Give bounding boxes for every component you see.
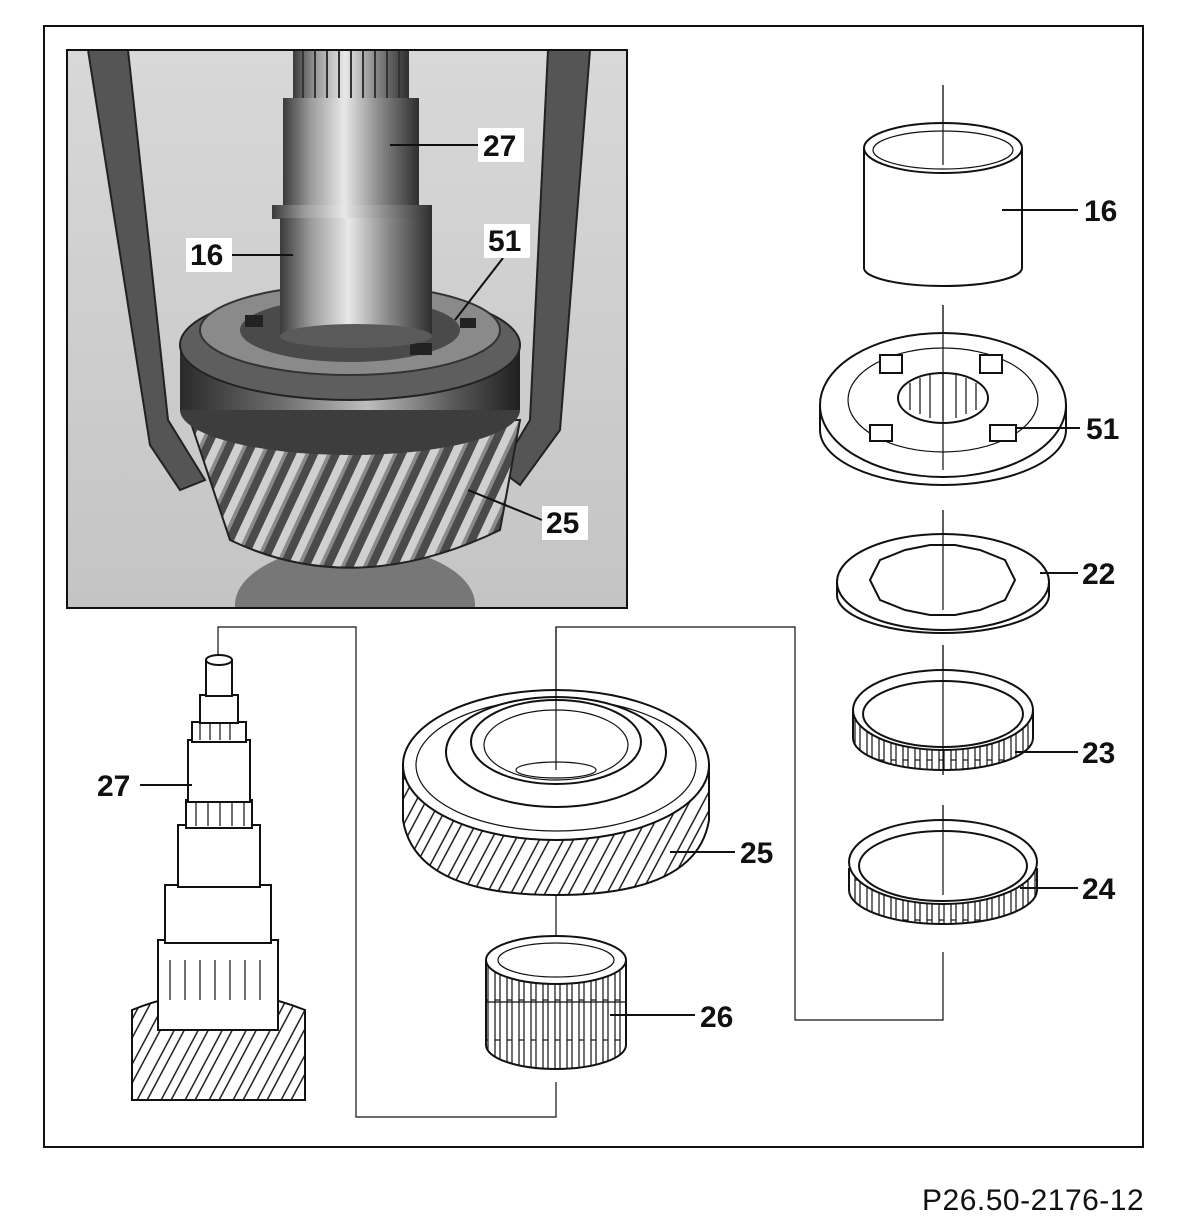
photo-callout-16: 16 — [190, 239, 223, 272]
photo-callout-51: 51 — [488, 225, 521, 258]
part-22-ring-drawing: 22 — [836, 510, 1115, 634]
figure-border — [43, 25, 1144, 1148]
part-23-ring-drawing: 23 — [852, 645, 1115, 775]
part-24-ring-drawing: 24 — [848, 805, 1116, 925]
part-26-bearing-drawing: 26 — [485, 935, 733, 1070]
drawing-callout-22: 22 — [1082, 558, 1115, 591]
part-27-shaft-drawing: 27 — [97, 654, 306, 1101]
photo-inset: 27 16 51 25 — [66, 49, 628, 609]
drawing-callout-25: 25 — [740, 837, 773, 870]
drawing-callout-23: 23 — [1082, 737, 1115, 770]
drawing-callout-26: 26 — [700, 1001, 733, 1034]
figure-reference-number: P26.50-2176-12 — [922, 1184, 1145, 1217]
drawing-callout-16: 16 — [1084, 195, 1117, 228]
part-16-sleeve-drawing: 16 — [863, 85, 1117, 287]
part-25-gear-drawing: 25 — [402, 627, 773, 897]
drawing-callout-51: 51 — [1086, 413, 1119, 446]
drawing-callout-24: 24 — [1082, 873, 1116, 906]
drawing-callout-27: 27 — [97, 770, 130, 803]
photo-callout-27: 27 — [483, 130, 516, 163]
part-51-synchronizer-drawing: 51 — [819, 305, 1119, 486]
photo-callout-25: 25 — [546, 507, 579, 540]
